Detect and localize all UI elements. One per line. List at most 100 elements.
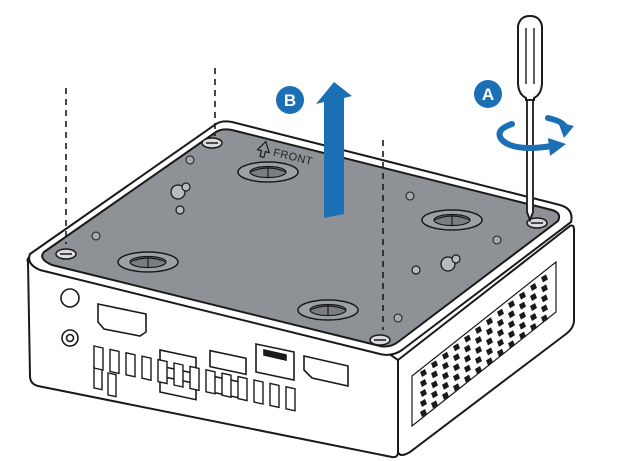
screwdriver — [517, 14, 543, 223]
vent-slot — [237, 375, 248, 402]
vent-slot — [173, 362, 184, 388]
side-vent-hole — [431, 360, 438, 369]
side-vent-hole — [420, 399, 427, 407]
vent-slot — [125, 351, 136, 378]
side-vent-hole — [541, 304, 548, 313]
vent-slot — [93, 345, 104, 371]
side-vent-hole — [420, 369, 427, 377]
screw-guide-lines — [65, 68, 384, 330]
panel-surface — [41, 128, 561, 348]
side-vent-hole — [464, 344, 471, 353]
side-vent-hole — [508, 310, 515, 319]
vent-slot — [157, 358, 168, 385]
side-vent-hole — [508, 340, 515, 349]
front-vents — [93, 365, 117, 398]
side-vent-hole — [486, 327, 493, 336]
side-vent-hole — [464, 334, 471, 343]
side-vent-hole — [464, 364, 471, 373]
side-vent-hole — [453, 383, 460, 392]
side-vent-hole — [530, 323, 537, 331]
side-vent-hole — [453, 373, 460, 382]
side-vent-hole — [453, 363, 460, 372]
side-vent-hole — [530, 303, 537, 311]
side-vent-hole — [442, 351, 449, 360]
screwdriver-handle — [517, 14, 543, 101]
side-vent-hole — [442, 391, 449, 400]
foot-slot-left — [117, 251, 179, 273]
step-a-badge: A — [474, 80, 502, 108]
side-vent-hole — [486, 337, 493, 346]
foot-slot-front — [297, 299, 359, 321]
side-vent-hole — [420, 409, 427, 417]
vent-slot — [269, 382, 280, 409]
vent-slot — [205, 368, 216, 395]
vent-slot — [285, 385, 296, 412]
side-vent-hole — [541, 314, 548, 323]
side-vent-hole — [541, 284, 548, 293]
side-vent-hole — [453, 343, 460, 352]
side-vent-hole — [431, 400, 438, 409]
rotate-arrowheads — [548, 122, 574, 156]
side-vent-hole — [442, 361, 449, 370]
foot-slot-rear — [237, 161, 299, 183]
side-vent-hole — [541, 274, 548, 283]
screws — [55, 137, 548, 346]
vent-slot — [109, 348, 120, 375]
side-vent-hole — [497, 348, 504, 357]
screw-rear-left — [201, 137, 223, 149]
foot-slot-right — [421, 209, 483, 231]
side-vent-hole — [508, 300, 515, 309]
side-vent-hole — [431, 370, 438, 379]
side-vent-grille — [411, 260, 557, 428]
side-vent-hole — [431, 390, 438, 399]
panel-dimples — [91, 155, 502, 323]
side-vent-hole — [420, 379, 427, 387]
side-vent-hole — [519, 321, 526, 330]
side-vent-hole — [475, 366, 482, 374]
usb-port-3 — [209, 349, 247, 376]
side-vent-hole — [519, 301, 526, 310]
side-vent-hole — [486, 317, 493, 326]
hdmi-port — [97, 303, 147, 337]
side-vent-hole — [420, 389, 427, 397]
vent-slot — [253, 379, 264, 405]
dc-power-jack — [60, 288, 80, 308]
side-vent-hole — [519, 311, 526, 320]
vent-slot — [141, 355, 152, 382]
side-vent-hole — [508, 320, 515, 329]
side-vent-hole — [530, 313, 537, 321]
bottom-cover-panel: FRONT — [41, 128, 561, 348]
front-vent-row — [93, 345, 296, 412]
side-vent-hole — [508, 330, 515, 339]
side-vent-hole — [530, 293, 537, 301]
lift-arrow — [316, 82, 352, 218]
lift-arrow-icon — [316, 82, 352, 218]
side-vent-hole — [464, 354, 471, 363]
side-vent-hole — [475, 336, 482, 344]
side-vent-hole — [431, 380, 438, 389]
vent-slot — [189, 365, 200, 392]
step-b-badge: B — [276, 86, 304, 114]
keyhole-mount-right — [411, 254, 461, 275]
screwdriver-shaft — [526, 99, 534, 223]
side-vent-hole — [486, 347, 493, 356]
side-vent-hole — [497, 338, 504, 347]
screw-front-right — [369, 334, 391, 346]
side-vent-hole — [530, 283, 537, 291]
side-vent-hole — [497, 308, 504, 317]
side-vent-hole — [442, 371, 449, 380]
side-vent-hole — [475, 346, 482, 354]
step-b-label: B — [284, 91, 296, 110]
side-vent-hole — [475, 356, 482, 364]
side-vent-hole — [486, 357, 493, 366]
side-vent-hole — [453, 353, 460, 362]
side-vent-hole — [541, 294, 548, 303]
step-a-label: A — [482, 85, 494, 104]
side-vent-hole — [519, 331, 526, 340]
side-vent-hole — [497, 318, 504, 327]
keyhole-mount-left — [170, 182, 191, 215]
front-arrow-icon — [256, 140, 271, 159]
side-vent-hole — [475, 326, 482, 334]
side-vent-hole — [464, 374, 471, 383]
